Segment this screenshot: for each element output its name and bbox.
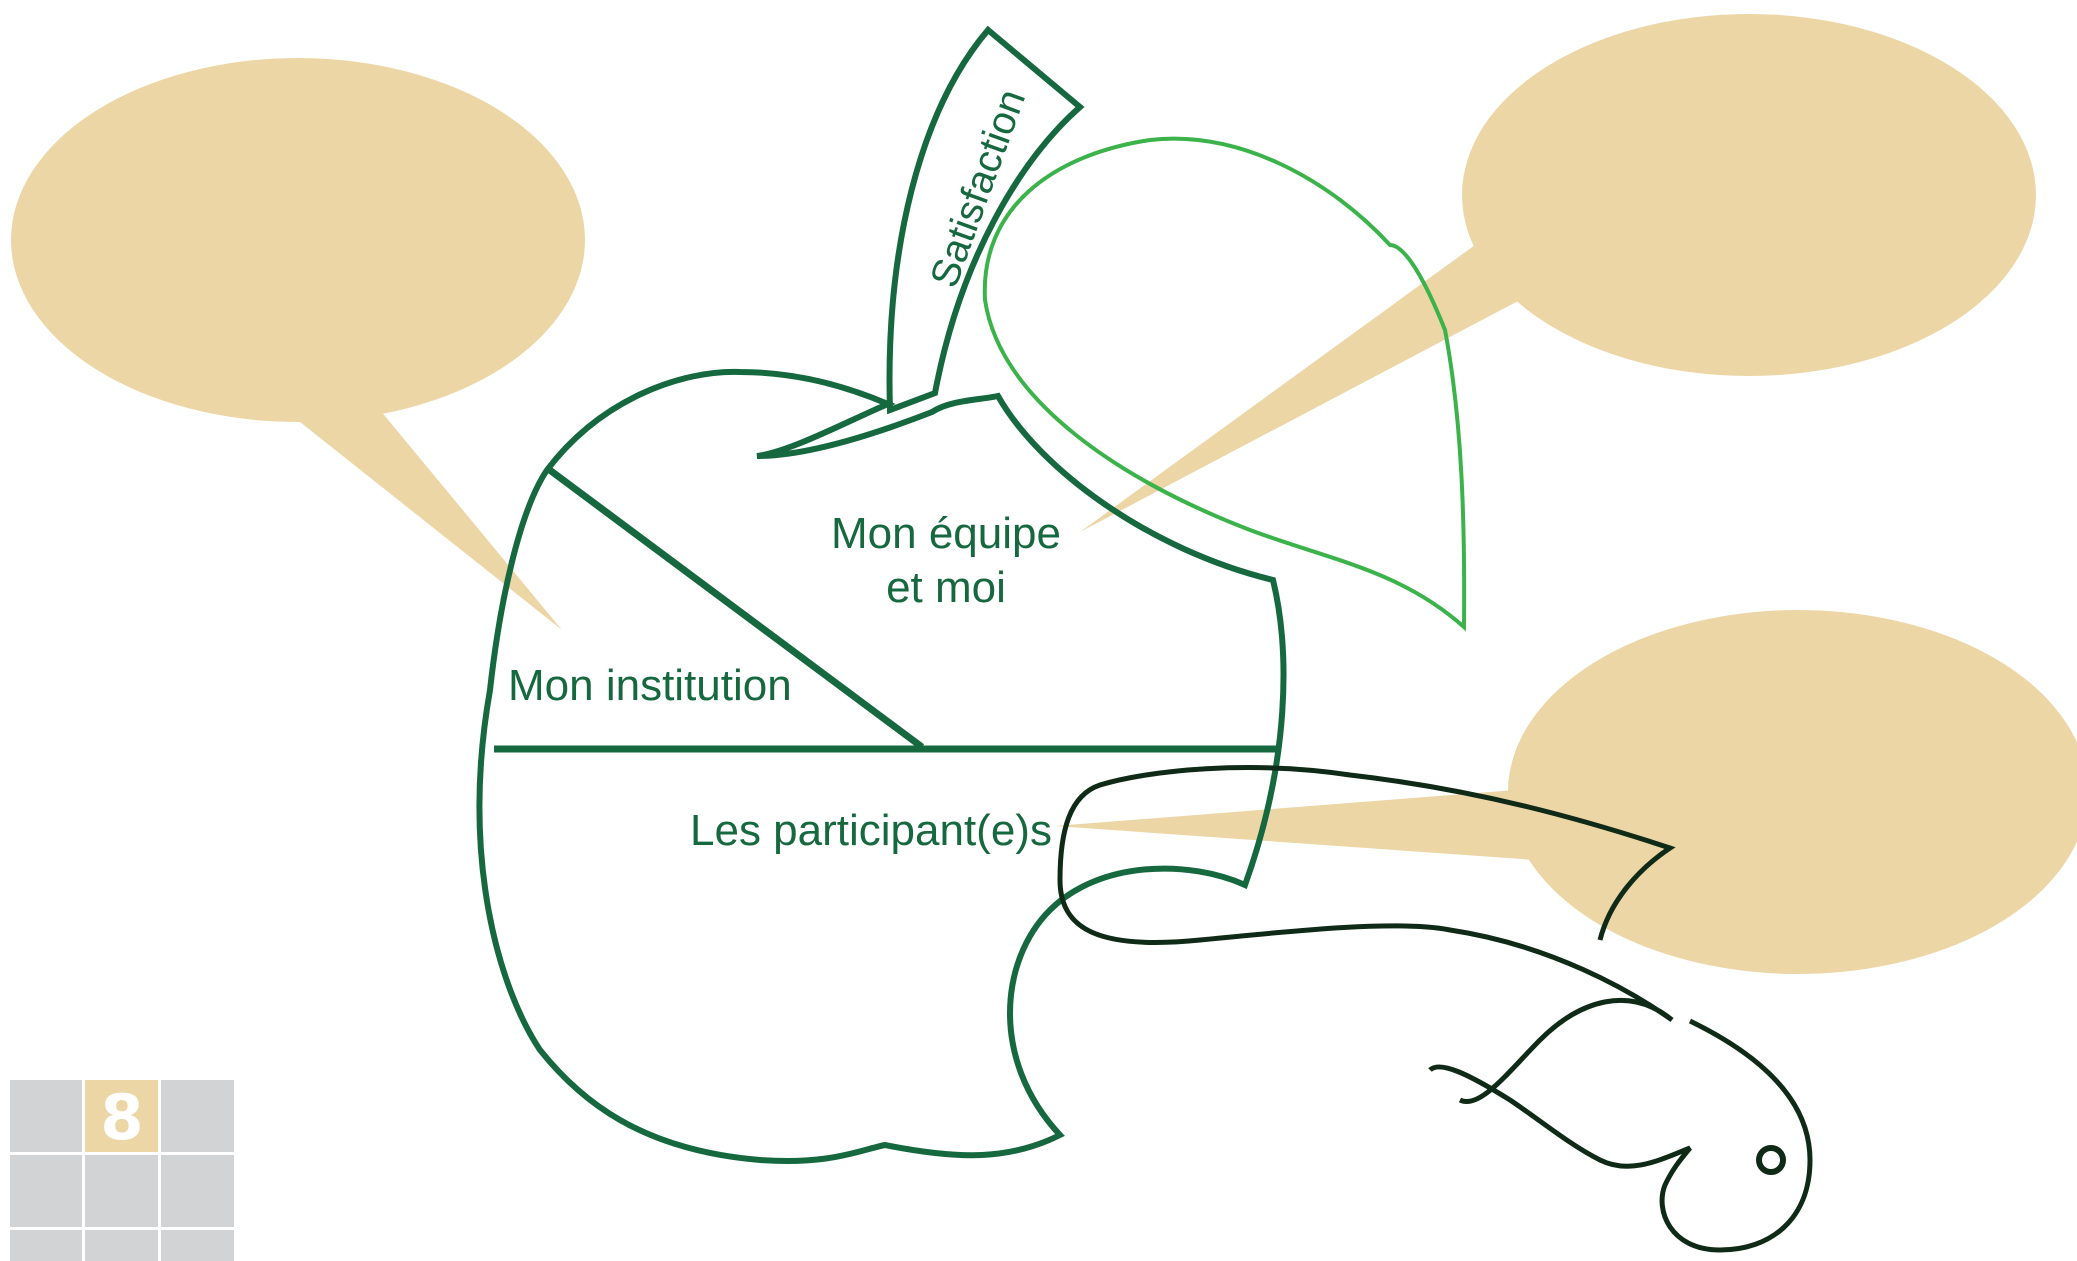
page-grid: 8 (10, 1080, 234, 1261)
worm-head (1430, 1021, 1810, 1250)
speech-bubble-middle-right (1055, 610, 2077, 974)
speech-bubble-top-left (11, 58, 585, 630)
page-number: 8 (100, 1081, 143, 1154)
speech-bubble-top-right (1080, 14, 2036, 532)
participants-label: Les participant(e)s (690, 806, 1052, 855)
worm-eye (1759, 1148, 1783, 1172)
team-label-line1: Mon équipe (831, 509, 1061, 558)
institution-label: Mon institution (508, 661, 792, 710)
team-label-line2: et moi (886, 563, 1006, 612)
